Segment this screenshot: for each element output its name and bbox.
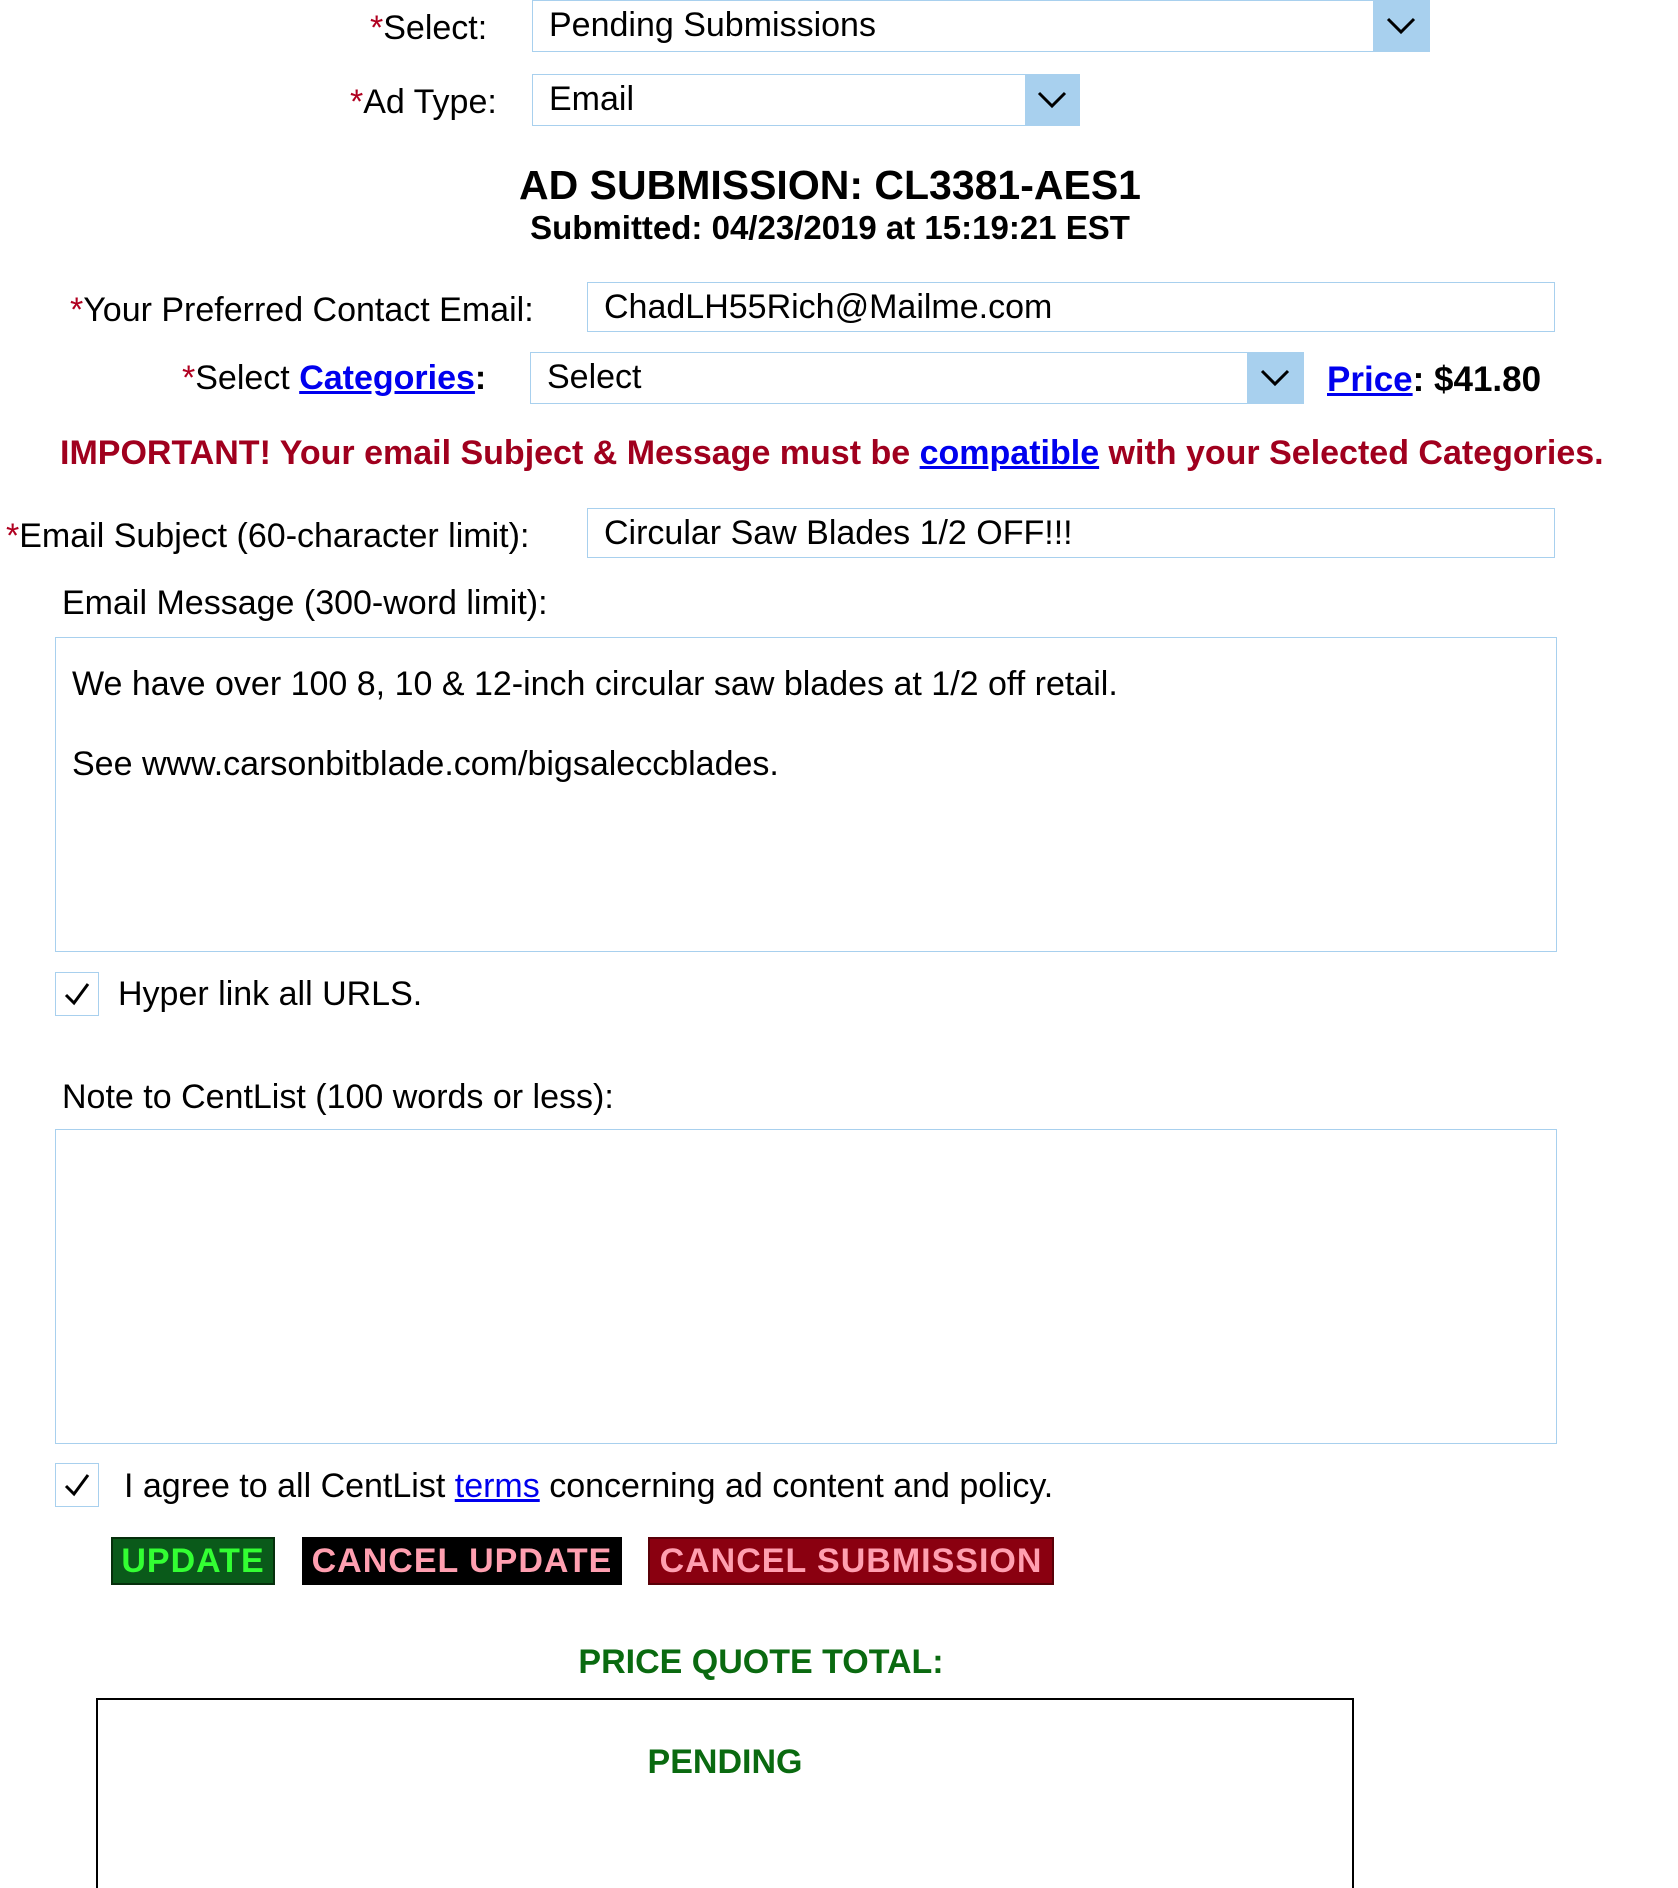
select-label: *Select:: [370, 9, 488, 47]
email-message-line-1: We have over 100 8, 10 & 12-inch circula…: [72, 665, 1118, 703]
email-message-line-2: See www.carsonbitblade.com/bigsaleccblad…: [72, 745, 779, 783]
hyperlink-checkbox[interactable]: [55, 972, 99, 1016]
email-subject-value: Circular Saw Blades 1/2 OFF!!!: [604, 514, 1073, 552]
categories-link[interactable]: Categories: [299, 359, 475, 397]
compatible-link[interactable]: compatible: [919, 434, 1100, 472]
note-label: Note to CentList (100 words or less):: [62, 1078, 614, 1116]
price-value: $41.80: [1434, 360, 1542, 399]
contact-email-value: ChadLH55Rich@Mailme.com: [604, 288, 1053, 326]
cancel-submission-button[interactable]: CANCEL SUBMISSION: [648, 1537, 1054, 1585]
ad-type-dropdown-value: Email: [549, 80, 635, 118]
price-quote-status: PENDING: [647, 1743, 803, 1781]
submitted-timestamp: Submitted: 04/23/2019 at 15:19:21 EST: [530, 209, 1130, 246]
email-message-label: Email Message (300-word limit):: [62, 584, 548, 622]
hyperlink-checkbox-label: Hyper link all URLS.: [118, 975, 423, 1013]
important-notice: IMPORTANT! Your email Subject & Message …: [60, 434, 1604, 472]
price-link[interactable]: Price: [1327, 360, 1413, 399]
contact-email-label: *Your Preferred Contact Email:: [70, 291, 534, 329]
checkmark-icon: [64, 983, 90, 1006]
ad-type-dropdown[interactable]: Email: [532, 74, 1080, 126]
page-title: AD SUBMISSION: CL3381-AES1: [519, 162, 1141, 208]
ad-type-label: *Ad Type:: [350, 83, 497, 121]
note-textarea[interactable]: [55, 1129, 1557, 1444]
select-dropdown-value: Pending Submissions: [549, 6, 876, 44]
cancel-update-button[interactable]: CANCEL UPDATE: [302, 1537, 622, 1585]
price-quote-label: PRICE QUOTE TOTAL:: [578, 1643, 944, 1681]
price-quote-box: PENDING: [96, 1698, 1354, 1888]
categories-label: *Select Categories:: [182, 359, 487, 397]
agree-terms-label: I agree to all CentList terms concerning…: [124, 1467, 1054, 1505]
update-button[interactable]: UPDATE: [111, 1537, 275, 1585]
email-subject-field[interactable]: Circular Saw Blades 1/2 OFF!!!: [587, 508, 1555, 558]
email-subject-label: *Email Subject (60-character limit):: [6, 517, 530, 555]
chevron-down-icon[interactable]: [1247, 353, 1303, 403]
email-message-textarea[interactable]: We have over 100 8, 10 & 12-inch circula…: [55, 637, 1557, 952]
price-display: Price: $41.80: [1327, 360, 1542, 399]
select-dropdown[interactable]: Pending Submissions: [532, 0, 1430, 52]
chevron-down-icon[interactable]: [1373, 1, 1429, 51]
chevron-down-icon[interactable]: [1025, 75, 1079, 125]
categories-dropdown[interactable]: Select: [530, 352, 1304, 404]
agree-terms-checkbox[interactable]: [55, 1463, 99, 1507]
contact-email-field[interactable]: ChadLH55Rich@Mailme.com: [587, 282, 1555, 332]
terms-link[interactable]: terms: [454, 1467, 540, 1505]
categories-dropdown-value: Select: [547, 358, 642, 396]
checkmark-icon: [64, 1474, 90, 1497]
